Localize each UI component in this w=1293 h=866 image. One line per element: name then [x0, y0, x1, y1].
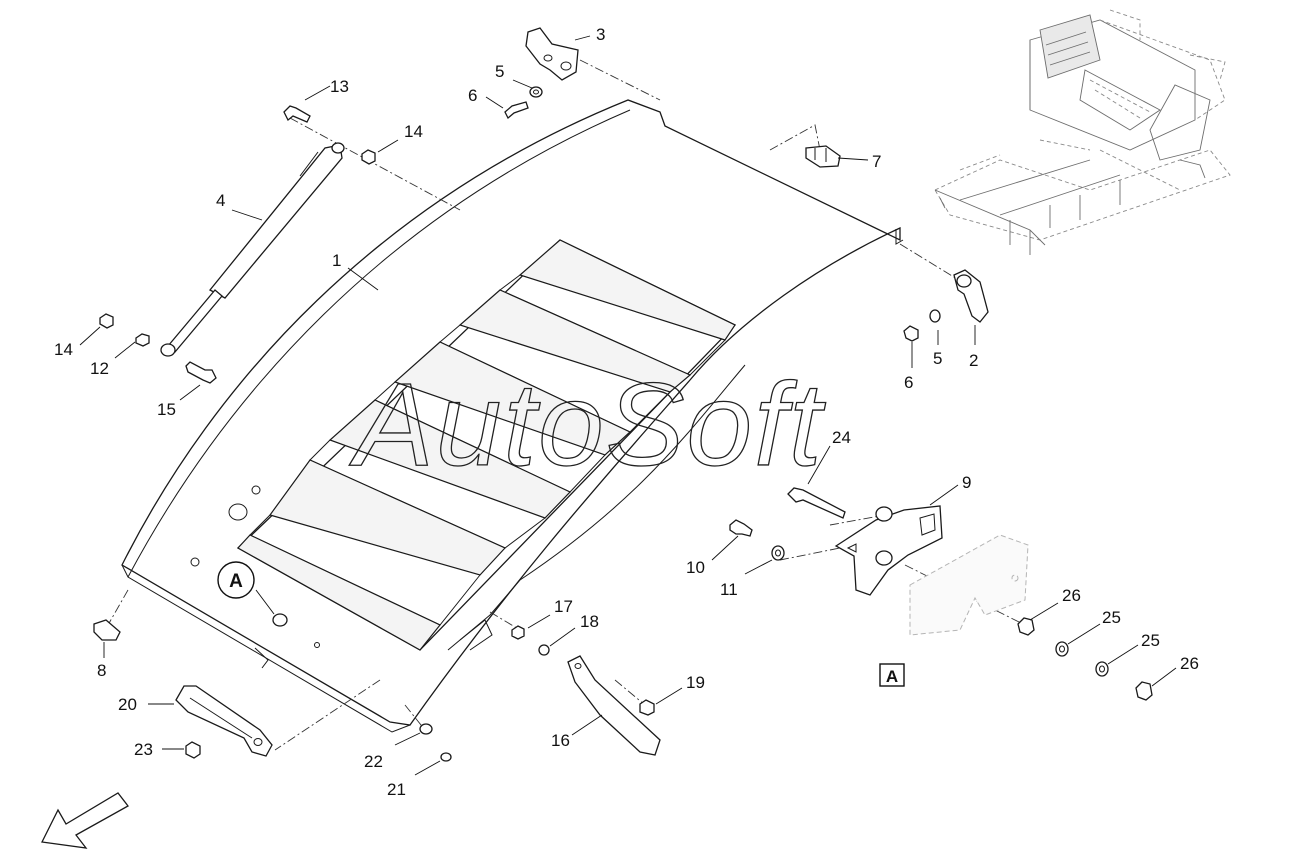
callout-21: 21 [387, 780, 406, 799]
latch-bracket [834, 505, 943, 596]
detail-view-box: A [879, 663, 905, 687]
callout-14-left: 14 [54, 340, 73, 359]
callout-6-top: 6 [468, 86, 477, 105]
washer-right [929, 309, 941, 323]
callout-26-b: 26 [1180, 654, 1199, 673]
detail-marker-circle: A [217, 561, 255, 599]
callout-8: 8 [97, 661, 106, 680]
callout-26-a: 26 [1062, 586, 1081, 605]
nut-strut-top [361, 149, 376, 165]
nut-strut-bottom [99, 313, 114, 329]
bolt-top [504, 101, 529, 120]
callout-12: 12 [90, 359, 109, 378]
latch-pin [953, 269, 989, 323]
callout-9: 9 [962, 473, 971, 492]
callout-18: 18 [580, 612, 599, 631]
washer-top [529, 86, 543, 98]
hinge-bracket-top [525, 27, 579, 81]
hood-panel [121, 99, 904, 733]
gas-strut [160, 142, 345, 357]
handle [175, 685, 273, 757]
callout-23: 23 [134, 740, 153, 759]
callout-14-top: 14 [404, 122, 423, 141]
callout-24: 24 [832, 428, 851, 447]
direction-arrow-icon [41, 792, 129, 849]
washer-25b [1095, 661, 1109, 677]
callout-16: 16 [551, 731, 570, 750]
nut-26a [1017, 617, 1035, 636]
washer-25a [1055, 641, 1069, 657]
washer-18 [538, 644, 550, 656]
strap [567, 655, 661, 756]
nut-26b [1135, 681, 1153, 701]
callout-2: 2 [969, 351, 978, 370]
callout-6-right: 6 [904, 373, 913, 392]
callout-3: 3 [596, 25, 605, 44]
callout-4: 4 [216, 191, 225, 210]
edge-clip [805, 145, 841, 168]
watermark-text: AutoSoft [349, 359, 826, 491]
callout-10: 10 [686, 558, 705, 577]
long-bolt [787, 487, 846, 519]
nut-22 [419, 723, 433, 735]
callout-7: 7 [872, 152, 881, 171]
bolt-strut-top [283, 105, 311, 123]
callout-25-b: 25 [1141, 631, 1160, 650]
bolt-10 [729, 519, 753, 537]
callout-25-a: 25 [1102, 608, 1121, 627]
callout-20: 20 [118, 695, 137, 714]
handle-screw [185, 741, 201, 759]
callout-11: 11 [720, 580, 738, 599]
screw-19 [639, 699, 655, 716]
mounting-bracket-ghost [909, 534, 1029, 636]
leader-lines [79, 35, 1177, 776]
plug [93, 619, 121, 641]
nut-17 [511, 625, 525, 640]
callout-13: 13 [330, 77, 349, 96]
callout-19: 19 [686, 673, 705, 692]
detail-view-letter: A [886, 667, 898, 686]
callout-numbers: 3 5 6 13 14 4 1 7 5 6 2 14 12 15 8 20 23… [54, 25, 1199, 799]
washer-21 [440, 752, 452, 762]
callout-1: 1 [332, 251, 341, 270]
callout-17: 17 [554, 597, 573, 616]
bolt-strut-bottom [185, 361, 217, 384]
callout-5-right: 5 [933, 349, 942, 368]
bushing [135, 333, 150, 347]
machine-overview-thumbnail [934, 9, 1231, 255]
bolt-right [903, 325, 919, 342]
callout-22: 22 [364, 752, 383, 771]
callout-5-top: 5 [495, 62, 504, 81]
washer-11 [771, 545, 785, 561]
callout-15: 15 [157, 400, 176, 419]
detail-marker-letter: A [229, 571, 243, 592]
